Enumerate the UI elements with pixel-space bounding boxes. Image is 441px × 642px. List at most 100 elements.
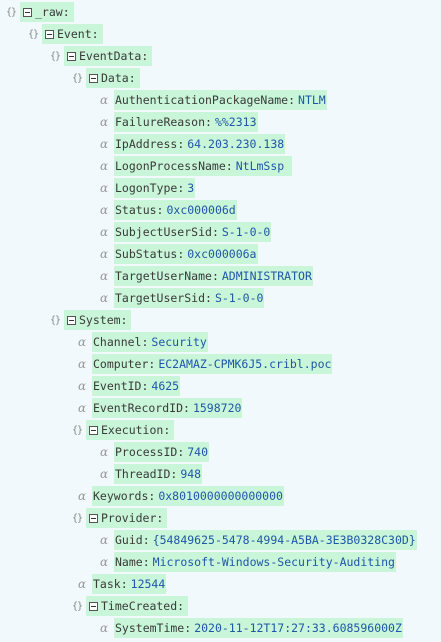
key-separator: : bbox=[170, 467, 178, 481]
string-type-alpha-icon: α bbox=[100, 291, 109, 305]
field-key: SubjectUserSid bbox=[115, 225, 212, 239]
field-value: 3 bbox=[187, 181, 195, 195]
key-separator: : bbox=[163, 423, 171, 437]
key-separator: : bbox=[177, 247, 185, 261]
field-key: SystemTime bbox=[115, 621, 185, 635]
key-separator: : bbox=[205, 115, 212, 129]
field-label[interactable]: Keywords:0x8010000000000000 bbox=[92, 486, 284, 506]
field-label[interactable]: IpAddress:64.203.230.138 bbox=[114, 134, 286, 154]
tree-node-field: α TargetUserSid:S-1-0-0 bbox=[100, 287, 265, 309]
field-value: 948 bbox=[180, 467, 202, 481]
field-label[interactable]: EventID:4625 bbox=[92, 376, 181, 396]
collapse-toggle-icon[interactable] bbox=[89, 73, 98, 83]
tree-node-object: {}_raw: bbox=[6, 1, 74, 23]
field-key: LogonType bbox=[115, 181, 178, 195]
field-key: Computer bbox=[93, 357, 149, 371]
key-separator: : bbox=[183, 401, 190, 415]
tree-node-field: α Keywords:0x8010000000000000 bbox=[78, 485, 284, 507]
node-label: Data: bbox=[86, 68, 140, 88]
object-braces-icon: {} bbox=[28, 28, 39, 40]
node-label: TimeCreated: bbox=[86, 596, 189, 616]
field-label[interactable]: EventRecordID:1598720 bbox=[92, 398, 243, 418]
tree-node-object: {}Provider: bbox=[72, 507, 168, 529]
field-value: 64.203.230.138 bbox=[187, 137, 285, 151]
field-key: Task bbox=[93, 577, 121, 591]
field-value: %%2313 bbox=[214, 115, 257, 129]
field-label[interactable]: Status:0xc000006d bbox=[114, 200, 237, 220]
field-key: AuthenticationPackageName bbox=[115, 93, 289, 107]
tree-node-object: {}EventData: bbox=[50, 45, 153, 67]
collapse-toggle-icon[interactable] bbox=[89, 601, 98, 611]
tree-node-field: α FailureReason:%%2313 bbox=[100, 111, 258, 133]
collapse-toggle-icon[interactable] bbox=[89, 513, 98, 523]
field-label[interactable]: Channel:Security bbox=[92, 332, 208, 352]
string-type-alpha-icon: α bbox=[100, 115, 109, 129]
tree-node-object: {}System: bbox=[50, 309, 132, 331]
tree-node-object: {}Execution: bbox=[72, 419, 175, 441]
object-braces-icon: {} bbox=[50, 50, 61, 62]
node-label: _raw: bbox=[20, 2, 74, 22]
field-key: TargetUserName bbox=[115, 269, 212, 283]
collapse-toggle-icon[interactable] bbox=[23, 7, 32, 17]
field-label[interactable]: LogonProcessName:NtLmSsp bbox=[114, 156, 293, 176]
key-separator: : bbox=[142, 555, 150, 569]
node-label: Execution: bbox=[86, 420, 175, 440]
key-separator: : bbox=[62, 5, 70, 19]
collapse-toggle-icon[interactable] bbox=[89, 425, 98, 435]
field-label[interactable]: FailureReason:%%2313 bbox=[114, 112, 258, 132]
key-separator: : bbox=[225, 159, 233, 173]
node-label: Provider: bbox=[86, 508, 168, 528]
field-value: Security bbox=[151, 335, 207, 349]
field-key: Name bbox=[115, 555, 143, 569]
tree-node-object: {}Data: bbox=[72, 67, 140, 89]
field-value: 740 bbox=[187, 445, 209, 459]
field-key: Status bbox=[115, 203, 157, 217]
field-key: SubStatus bbox=[115, 247, 178, 261]
field-key: TargetUserSid bbox=[115, 291, 206, 305]
collapse-toggle-icon[interactable] bbox=[45, 29, 54, 39]
field-label[interactable]: ProcessID:740 bbox=[114, 442, 210, 462]
field-label[interactable]: TargetUserSid:S-1-0-0 bbox=[114, 288, 265, 308]
object-braces-icon: {} bbox=[72, 512, 83, 524]
string-type-alpha-icon: α bbox=[78, 577, 87, 591]
key-separator: : bbox=[211, 225, 219, 239]
field-label[interactable]: Guid:{54849625-5478-4994-A5BA-3E3B0328C3… bbox=[114, 530, 417, 550]
field-label[interactable]: SubjectUserSid:S-1-0-0 bbox=[114, 222, 272, 242]
field-label[interactable]: TargetUserName:ADMINISTRATOR bbox=[114, 266, 313, 286]
node-key: _raw bbox=[35, 5, 63, 19]
field-label[interactable]: Computer:EC2AMAZ-CPMK6J5.cribl.poc bbox=[92, 354, 333, 374]
field-label[interactable]: Name:Microsoft-Windows-Security-Auditing bbox=[114, 552, 396, 572]
field-label[interactable]: AuthenticationPackageName:NTLM bbox=[114, 90, 327, 110]
collapse-toggle-icon[interactable] bbox=[67, 51, 76, 61]
node-key: EventData bbox=[79, 49, 142, 63]
field-label[interactable]: Task:12544 bbox=[92, 574, 167, 594]
string-type-alpha-icon: α bbox=[78, 489, 87, 503]
string-type-alpha-icon: α bbox=[78, 335, 87, 349]
field-value: EC2AMAZ-CPMK6J5.cribl.poc bbox=[158, 357, 332, 371]
collapse-toggle-icon[interactable] bbox=[67, 315, 76, 325]
field-value: NTLM bbox=[298, 93, 326, 107]
string-type-alpha-icon: α bbox=[100, 159, 109, 173]
node-label: EventData: bbox=[64, 46, 153, 66]
string-type-alpha-icon: α bbox=[100, 533, 109, 547]
tree-node-field: α LogonProcessName:NtLmSsp bbox=[100, 155, 293, 177]
field-label[interactable]: ThreadID:948 bbox=[114, 464, 203, 484]
key-separator: : bbox=[128, 71, 136, 85]
field-label[interactable]: SubStatus:0xc000006a bbox=[114, 244, 258, 264]
key-separator: : bbox=[142, 533, 150, 547]
field-value: S-1-0-0 bbox=[214, 291, 264, 305]
key-separator: : bbox=[177, 181, 185, 195]
node-label: Event: bbox=[42, 24, 103, 44]
key-separator: : bbox=[156, 511, 164, 525]
field-label[interactable]: LogonType:3 bbox=[114, 178, 196, 198]
string-type-alpha-icon: α bbox=[100, 621, 109, 635]
key-separator: : bbox=[141, 379, 149, 393]
field-label[interactable]: SystemTime:2020-11-12T17:27:33.608596000… bbox=[114, 618, 403, 638]
